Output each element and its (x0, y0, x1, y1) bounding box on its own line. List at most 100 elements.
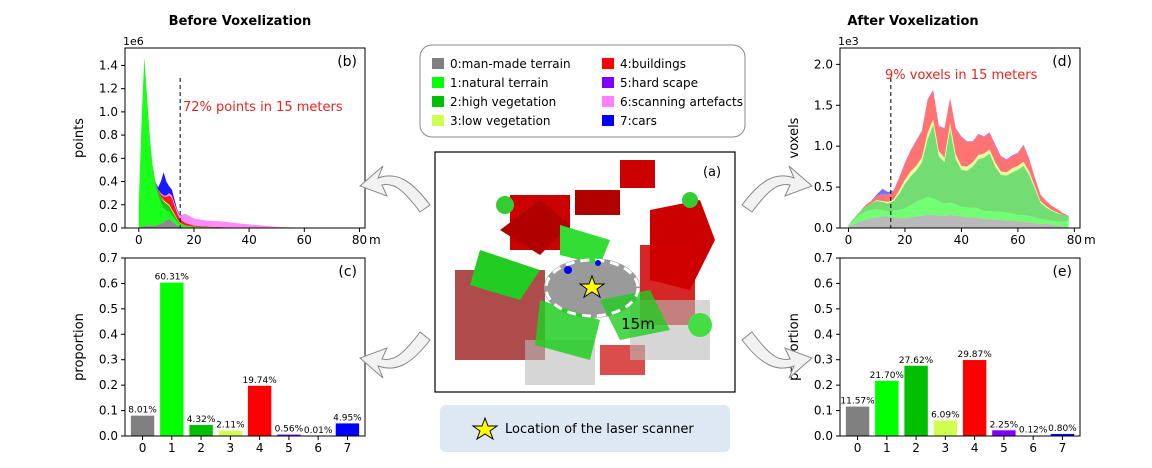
y-tick-label: 0.5 (814, 302, 833, 316)
bar-value-label: 4.32% (187, 415, 216, 425)
axes-frame (124, 257, 366, 437)
bar-4 (962, 360, 987, 436)
arrow-to-c-icon (359, 331, 431, 379)
bar-value-label: 2.11% (216, 421, 245, 431)
panel-label: (b) (337, 54, 357, 70)
x-tick-label: 80 (352, 233, 367, 247)
after-title: After Voxelization (847, 14, 978, 29)
legend-swatch (432, 77, 444, 88)
radius-label: 15m (621, 315, 655, 333)
legend-swatch (602, 58, 614, 69)
axes-frame (839, 47, 1081, 229)
arrow-to-d-icon (741, 165, 813, 213)
annotation: 9% voxels in 15 meters (885, 68, 1038, 83)
x-tick-label: 40 (954, 233, 969, 247)
plot-area (138, 57, 360, 228)
x-tick-label: 2 (912, 441, 920, 455)
legend-item: 1:natural terrain (432, 76, 548, 90)
x-tick-label: 60 (1010, 233, 1025, 247)
area-series-2 (848, 124, 1069, 225)
x-tick-label: 5 (285, 441, 293, 455)
axis-scale-label: 1e3 (838, 35, 859, 48)
legend-label: 7:cars (620, 114, 657, 128)
before-title: Before Voxelization (169, 14, 312, 29)
bar-value-label: 0.01% (304, 426, 333, 436)
y-tick-label: 1.5 (814, 98, 833, 112)
bar-5 (992, 430, 1016, 436)
axes-frame (124, 47, 366, 229)
y-tick-label: 0.5 (814, 180, 833, 194)
bar-value-label: 6.09% (931, 411, 960, 421)
x-axis-label: m (1084, 233, 1096, 247)
y-tick-label: 0.4 (99, 175, 118, 189)
bar-5 (277, 434, 301, 436)
bar-2 (189, 425, 213, 436)
y-tick-label: 0.2 (99, 198, 118, 212)
legend-item: 6:scanning artefacts (602, 95, 743, 109)
x-tick-label: 6 (1029, 441, 1037, 455)
bar-1 (160, 282, 184, 436)
bar-3 (218, 430, 243, 436)
y-tick-label: 0.6 (99, 276, 118, 290)
x-tick-label: 1 (883, 441, 891, 455)
x-tick-label: 5 (1000, 441, 1008, 455)
bar-value-label: 19.74% (242, 376, 277, 386)
area-series-4 (138, 57, 360, 228)
x-tick-label: 0 (854, 441, 862, 455)
scanner-caption-box: Location of the laser scanner (440, 405, 730, 452)
y-tick-label: 0.6 (99, 151, 118, 165)
x-tick-label: 40 (241, 233, 256, 247)
bar-value-label: 60.31% (155, 273, 190, 283)
class-legend: 0:man-made terrain 1:natural terrain 2:hig… (419, 44, 746, 138)
y-tick-label: 0.0 (99, 221, 118, 235)
bar-value-label: 0.56% (275, 425, 304, 435)
bar-0 (845, 406, 870, 436)
x-tick-label: 0 (135, 233, 143, 247)
legend-label: 0:man-made terrain (450, 57, 571, 71)
bar-value-label: 0.80% (1048, 424, 1077, 434)
bar-value-label: 2.25% (990, 420, 1019, 430)
bar-value-label: 29.87% (957, 350, 992, 360)
y-tick-label: 0.2 (99, 378, 118, 392)
annotation: 72% points in 15 meters (183, 100, 343, 115)
axes-frame (839, 257, 1081, 437)
legend-item: 4:buildings (602, 57, 686, 71)
plot-area (848, 89, 1069, 228)
x-tick-label: 7 (1059, 441, 1067, 455)
panel-label: (d) (1052, 54, 1072, 70)
legend-swatch (602, 77, 614, 88)
bar-value-label: 4.95% (333, 413, 362, 423)
x-tick-label: 3 (942, 441, 950, 455)
y-axis-label: proportion (72, 313, 87, 381)
legend-label: 2:high vegetation (450, 95, 556, 109)
area-series-1 (138, 58, 360, 228)
y-tick-label: 0.0 (99, 429, 118, 443)
legend-label: 5:hard scape (620, 76, 698, 90)
y-tick-label: 0.3 (99, 353, 118, 367)
y-tick-label: 0.2 (814, 378, 833, 392)
bar-7 (335, 423, 360, 436)
legend-swatch (432, 58, 444, 69)
x-tick-label: 20 (186, 233, 201, 247)
bar-3 (933, 420, 958, 436)
y-tick-label: 1.4 (99, 58, 118, 72)
arrow-to-b-icon (359, 165, 431, 213)
y-tick-label: 0.3 (814, 353, 833, 367)
panel-c-points-proportion: 8.01%060.31%14.32%22.11%319.74%40.56%50.… (72, 251, 366, 455)
area-series-1 (848, 196, 1069, 228)
bar-value-label: 21.70% (870, 371, 905, 381)
y-tick-label: 0.4 (99, 327, 118, 341)
bar-value-label: 11.57% (840, 397, 875, 407)
legend-item: 0:man-made terrain (432, 57, 571, 71)
panel-a-label: (a) (703, 165, 721, 180)
caption-background (440, 405, 730, 452)
y-tick-label: 0.6 (814, 276, 833, 290)
bar-4 (247, 385, 272, 436)
y-tick-label: 0.0 (814, 221, 833, 235)
y-tick-label: 0.7 (99, 251, 118, 265)
scanner-caption: Location of the laser scanner (505, 422, 694, 437)
point-cloud-image (455, 160, 715, 385)
axis-scale-label: 1e6 (123, 35, 144, 48)
